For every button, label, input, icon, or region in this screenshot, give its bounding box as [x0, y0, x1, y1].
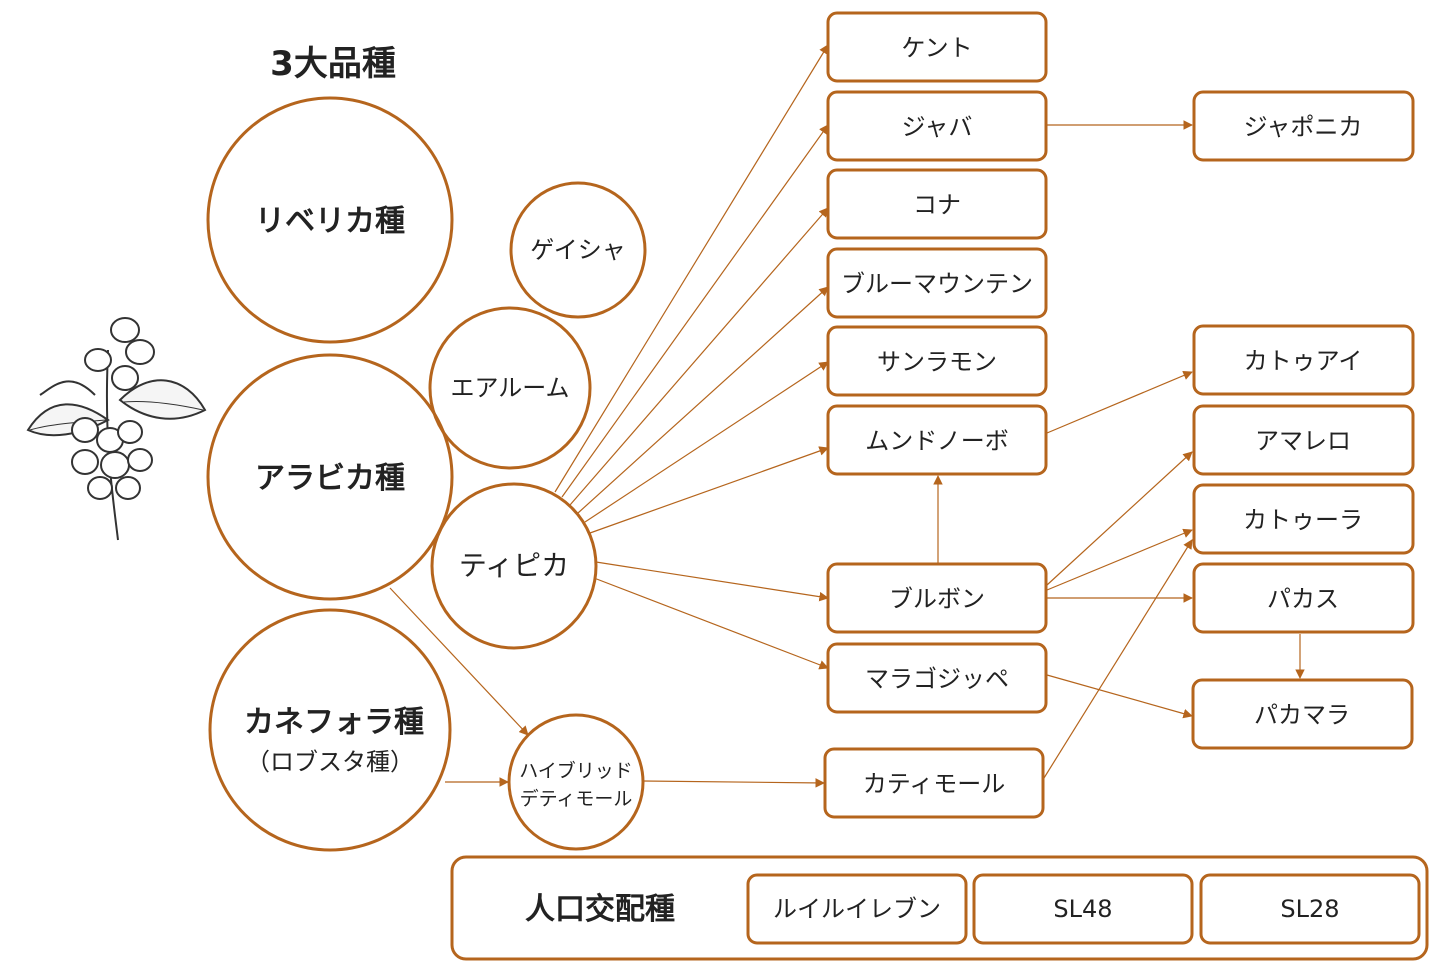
cultivar-maragogype: マラゴジッペ: [826, 642, 1048, 714]
cultivar-kona: コナ: [826, 168, 1048, 240]
species-canephora-label: カネフォラ種: [244, 705, 424, 740]
cultivar-bourbon-label: ブルボン: [889, 585, 985, 613]
cultivar-catimor: カティモール: [823, 747, 1045, 819]
cultivar-san-ramon: サンラモン: [826, 325, 1048, 397]
cultivar-amarelo: アマレロ: [1192, 404, 1415, 476]
cultivar-java: ジャバ: [826, 90, 1048, 162]
crossbreed-sl28-label: SL28: [1280, 895, 1339, 923]
cultivar-kona-label: コナ: [913, 191, 961, 219]
edge-bourbon-amarelo: [1046, 451, 1193, 586]
edge-typica-kent: [554, 44, 829, 493]
cultivar-catimor-label: カティモール: [863, 770, 1006, 798]
variety-heirloom: エアルーム: [428, 306, 592, 470]
cultivar-catuai: カトゥアイ: [1192, 324, 1415, 396]
species-canephora-sub-label: （ロブスタ種）: [246, 748, 414, 776]
cultivar-caturra-label: カトゥーラ: [1243, 506, 1363, 534]
edge-typica-blue-mountain: [577, 286, 829, 514]
variety-geisha: ゲイシャ: [509, 181, 647, 319]
edge-mundo-novo-catuai: [1046, 370, 1193, 434]
crossbreeds-label: 人口交配種: [525, 892, 675, 927]
cultivar-san-ramon-label: サンラモン: [877, 348, 997, 376]
cultivar-maragogype-label: マラゴジッペ: [865, 665, 1009, 693]
cultivar-blue-mountain: ブルーマウンテン: [826, 247, 1048, 319]
species-arabica-label: アラビカ種: [255, 461, 405, 496]
cultivar-pacas: パカス: [1192, 562, 1415, 634]
edge-typica-kona: [569, 207, 829, 506]
coffee-branch-illustration: [26, 317, 207, 541]
cultivar-blue-mountain-label: ブルーマウンテン: [841, 270, 1033, 298]
edge-hybrid-catimor: [642, 778, 825, 788]
species-arabica: アラビカ種: [206, 353, 454, 601]
edge-typica-java: [561, 124, 829, 498]
variety-typica: ティピカ: [430, 482, 598, 650]
variety-hybrid-label-line2: デティモール: [520, 788, 633, 810]
cultivar-amarelo-label: アマレロ: [1255, 427, 1351, 455]
edge-typica-maragogype: [593, 577, 829, 670]
cultivar-mundo-novo: ムンドノーボ: [826, 404, 1048, 476]
edge-bourbon-caturra: [1046, 528, 1193, 591]
variety-typica-label: ティピカ: [459, 549, 569, 582]
cultivar-caturra: カトゥーラ: [1192, 483, 1415, 555]
variety-hybrid-timor: ハイブリッド デティモール: [507, 713, 645, 851]
species-liberica: リベリカ種: [206, 96, 454, 344]
variety-geisha-label: ゲイシャ: [530, 236, 626, 264]
cultivar-kent: ケント: [826, 11, 1048, 83]
cultivar-catuai-label: カトゥアイ: [1244, 347, 1363, 375]
edge-typica-san-ramon: [584, 361, 829, 523]
cultivar-pacas-label: パカス: [1267, 585, 1339, 613]
cultivar-pacamara-label: パカマラ: [1254, 701, 1350, 729]
species-liberica-label: リベリカ種: [255, 204, 405, 239]
edge-arabica-hybrid: [389, 587, 529, 736]
cultivar-pacamara: パカマラ: [1191, 678, 1414, 750]
species-canephora: カネフォラ種 （ロブスタ種）: [208, 608, 452, 852]
cultivar-kent-label: ケント: [901, 34, 972, 62]
cultivar-japonica-label: ジャポニカ: [1244, 113, 1363, 141]
edge-catimor-caturra: [1043, 539, 1193, 779]
edge-typica-mundo-novo: [589, 446, 829, 534]
crossbreeds-panel: 人口交配種 ルイルイレブン SL48 SL28: [450, 855, 1429, 961]
cultivar-bourbon: ブルボン: [826, 562, 1048, 634]
cultivar-japonica: ジャポニカ: [1192, 90, 1415, 162]
crossbreed-ruiru-11-label: ルイルイレブン: [773, 895, 941, 923]
edges: [389, 44, 1305, 788]
crossbreed-sl48-label: SL48: [1053, 895, 1112, 923]
cultivar-mundo-novo-label: ムンドノーボ: [865, 427, 1009, 455]
edge-typica-bourbon: [595, 561, 829, 602]
edge-maragogype-pacamara: [1046, 674, 1193, 719]
variety-hybrid-label-line1: ハイブリッド: [519, 759, 633, 782]
cultivar-java-label: ジャバ: [902, 113, 973, 141]
diagram-title: 3大品種: [270, 44, 396, 84]
variety-heirloom-label: エアルーム: [450, 374, 569, 402]
